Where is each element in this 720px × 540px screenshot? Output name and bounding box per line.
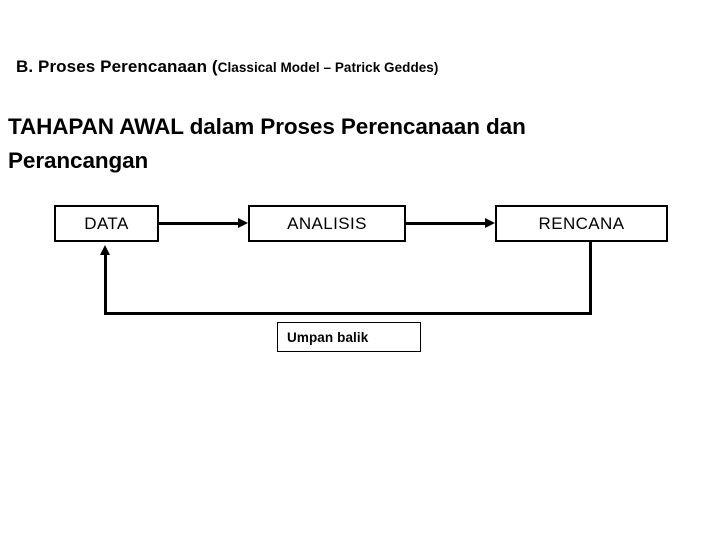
slide-heading: B. Proses Perencanaan (Classical Model –… <box>16 57 706 77</box>
connector-data-to-analisis-line <box>159 222 239 225</box>
subheading-line-2: Perancangan <box>8 148 149 173</box>
diagram-node-umpan-balik: Umpan balik <box>277 322 421 352</box>
arrow-up-icon-feedback-to-data <box>100 245 110 255</box>
diagram-node-analisis: ANALISIS <box>248 205 406 242</box>
connector-analisis-to-rencana-line <box>406 222 486 225</box>
diagram-node-data: DATA <box>54 205 159 242</box>
heading-parenthetical-text: Classical Model – Patrick Geddes) <box>217 60 439 75</box>
feedback-loop-bottom-segment <box>104 312 592 315</box>
slide-subheading: TAHAPAN AWAL dalam Proses Perencanaan da… <box>8 110 688 178</box>
arrow-right-icon-data-to-analisis <box>238 218 248 228</box>
feedback-loop-right-segment <box>589 241 592 315</box>
diagram-node-rencana: RENCANA <box>495 205 668 242</box>
arrow-right-icon-analisis-to-rencana <box>485 218 495 228</box>
heading-main-text: B. Proses Perencanaan ( <box>16 57 218 76</box>
subheading-line-1: TAHAPAN AWAL dalam Proses Perencanaan da… <box>8 114 526 139</box>
feedback-loop-left-segment <box>104 254 107 314</box>
